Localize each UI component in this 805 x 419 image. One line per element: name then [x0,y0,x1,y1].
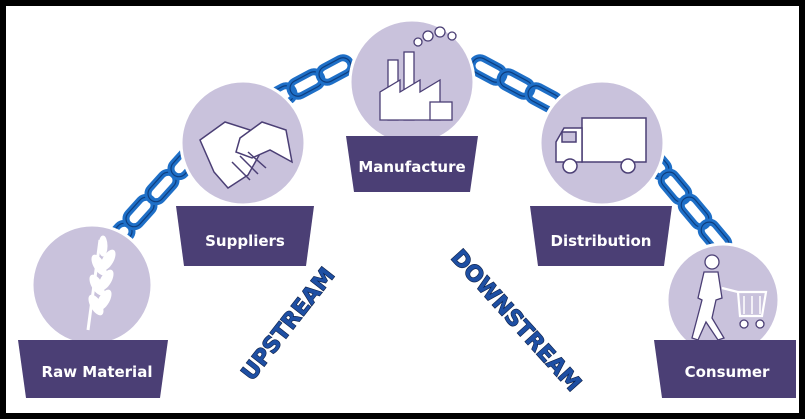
stage-label-consumer: Consumer [685,363,770,381]
stage-manufacture: Manufacture [346,18,478,192]
wheat-icon [86,235,116,331]
stage-label-distribution: Distribution [551,232,652,250]
stage-label-raw-material: Raw Material [42,363,153,381]
upstream-label: UPSTREAM [237,263,340,385]
stage-label-manufacture: Manufacture [358,158,465,176]
handshake-icon [199,121,294,189]
factory-icon [379,26,457,121]
stage-label-suppliers: Suppliers [205,232,285,250]
stage-raw-material: Raw Material [18,223,168,398]
stage-distribution: Distribution [530,79,672,266]
downstream-label: DOWNSTREAM [446,245,586,397]
stage-suppliers: Suppliers [176,79,314,266]
stage-consumer: Consumer [654,242,796,398]
chain-manufacture-to-distribution [469,55,563,113]
truck-icon [555,117,647,174]
